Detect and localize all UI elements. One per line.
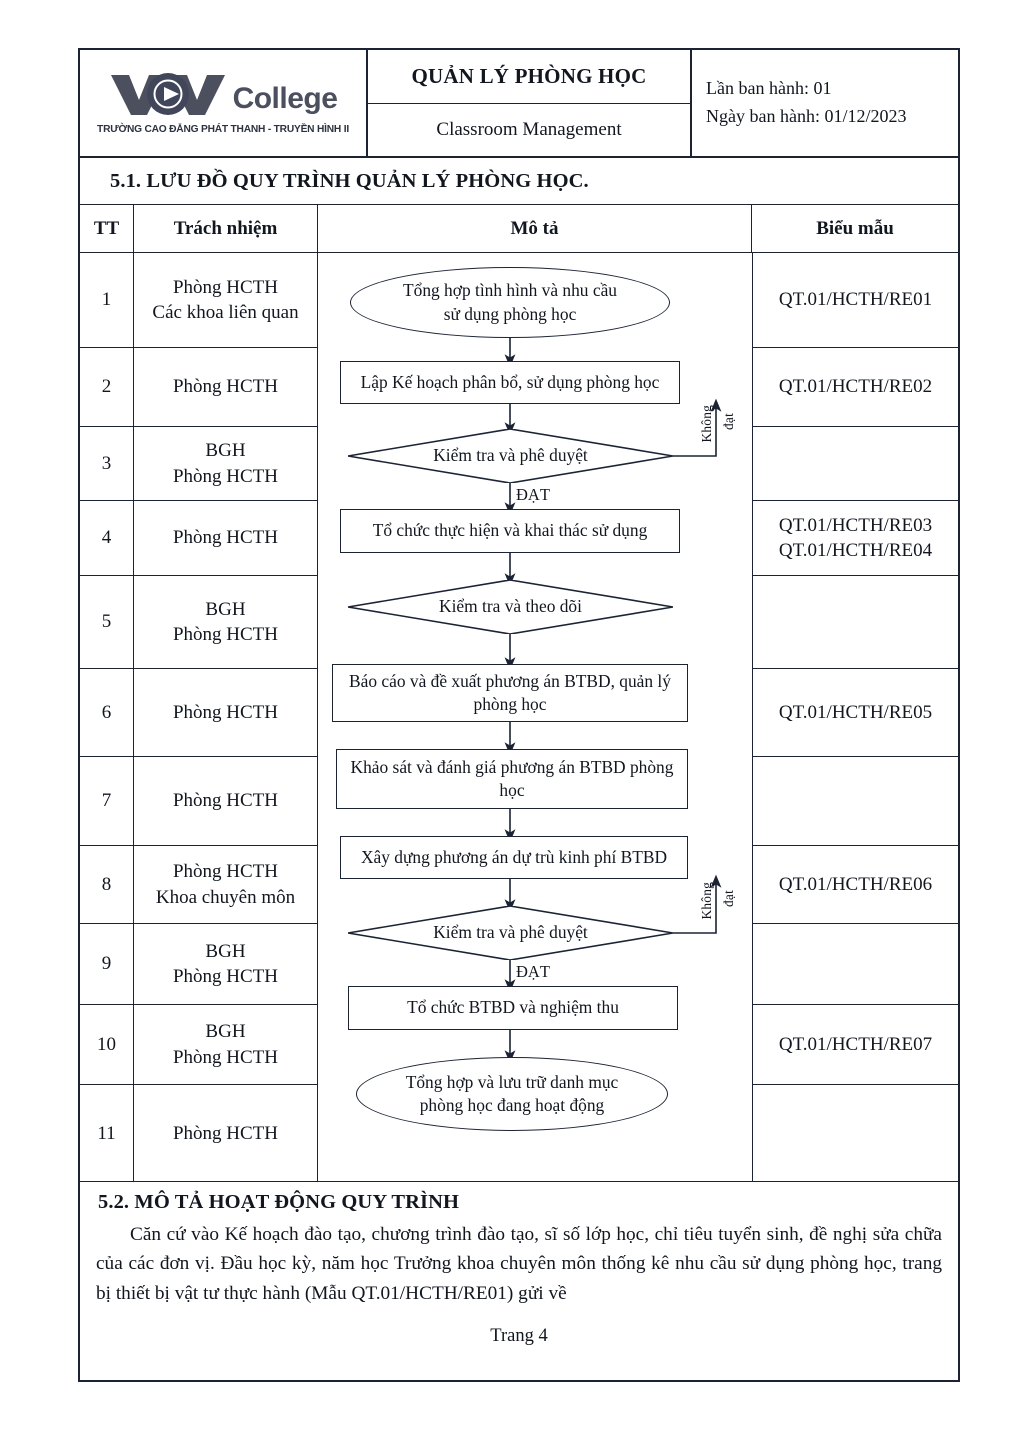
flow-node-decision-9: Kiểm tra và phê duyệt (348, 906, 673, 960)
table-row: 11 (97, 1122, 116, 1144)
table-row: 10 (80, 1005, 133, 1085)
flow-node-start: Tổng hợp tình hình và nhu cầu sử dụng ph… (350, 267, 670, 338)
issue-number: Lần ban hành: 01 (706, 78, 832, 99)
table-row: 5 (80, 576, 133, 669)
flow-node-end: Tổng hợp và lưu trữ danh mục phòng học đ… (356, 1057, 668, 1131)
table-row: Phòng HCTH (172, 1122, 279, 1144)
issue-date: Ngày ban hành: 01/12/2023 (706, 106, 907, 126)
table-row: Phòng HCTH (134, 501, 317, 576)
table-row: BGH Phòng HCTH (134, 427, 317, 501)
flow-node-process-7: Khảo sát và đánh giá phương án BTBD phòn… (336, 749, 688, 809)
col-header-tt: TT (80, 205, 134, 252)
column-tt: 1 2 3 4 5 6 7 8 9 10 11 (80, 253, 134, 1182)
edge-label-pass-2: ĐẠT (516, 962, 550, 981)
table-row: 6 (80, 669, 133, 757)
table-row: Phòng HCTH (134, 348, 317, 427)
table-header-row: TT Trách nhiệm Mô tả Biểu mẫu (80, 205, 958, 253)
flow-node-decision-5: Kiểm tra và theo dõi (348, 580, 673, 634)
table-row (753, 576, 958, 669)
flow-node-process-6: Báo cáo và đề xuất phương án BTBD, quản … (332, 664, 688, 722)
flow-node-label: Kiểm tra và theo dõi (439, 596, 582, 617)
column-description-flowchart: Tổng hợp tình hình và nhu cầu sử dụng ph… (318, 253, 753, 1182)
flowchart-canvas: Tổng hợp tình hình và nhu cầu sử dụng ph… (318, 253, 752, 1182)
vov-logo-icon (109, 72, 227, 118)
table-row: QT.01/HCTH/RE05 (753, 669, 958, 757)
col-header-form: Biểu mẫu (816, 217, 894, 239)
table-row (753, 924, 958, 1005)
header-title-cell: QUẢN LÝ PHÒNG HỌC Classroom Management (368, 50, 692, 156)
flow-node-decision-3: Kiểm tra và phê duyệt (348, 429, 673, 483)
table-row (753, 427, 958, 501)
table-row: BGH Phòng HCTH (134, 924, 317, 1005)
table-row: BGH Phòng HCTH (134, 576, 317, 669)
table-row: QT.01/HCTH/RE06 (753, 846, 958, 924)
table-row: QT.01/HCTH/RE01 (753, 253, 958, 348)
table-row (753, 1085, 958, 1182)
table-row: QT.01/HCTH/RE02 (753, 348, 958, 427)
logo-wordmark: College (109, 69, 338, 121)
table-row: 9 (80, 924, 133, 1005)
document-header: College TRƯỜNG CAO ĐẲNG PHÁT THANH - TRU… (80, 50, 958, 158)
table-row: 8 (80, 846, 133, 924)
table-row: 7 (80, 757, 133, 846)
table-row: Phòng HCTH (134, 757, 317, 846)
table-row: QT.01/HCTH/RE07 (753, 1005, 958, 1085)
col-header-description: Mô tả (318, 205, 752, 252)
edge-label-fail-2a: Không (699, 882, 714, 920)
column-responsibility: Phòng HCTH Các khoa liên quan Phòng HCTH… (134, 253, 318, 1182)
flow-node-label: Kiểm tra và phê duyệt (433, 922, 588, 943)
table-row: 3 (80, 427, 133, 501)
logo-subtitle: TRƯỜNG CAO ĐẲNG PHÁT THANH - TRUYỀN HÌNH… (97, 124, 349, 135)
logo-cell: College TRƯỜNG CAO ĐẲNG PHÁT THANH - TRU… (80, 50, 368, 156)
process-flow-table: TT Trách nhiệm Mô tả Biểu mẫu 1 2 3 4 5 … (80, 204, 958, 1182)
flow-node-process-10: Tổ chức BTBD và nghiệm thu (348, 986, 678, 1030)
flow-node-label: Kiểm tra và phê duyệt (433, 445, 588, 466)
table-row: Phòng HCTH (134, 669, 317, 757)
table-row: Phòng HCTH Khoa chuyên môn (134, 846, 317, 924)
table-row: 2 (80, 348, 133, 427)
flow-node-process-8: Xây dựng phương án dự trù kinh phí BTBD (340, 836, 688, 879)
table-row: BGH Phòng HCTH (134, 1005, 317, 1085)
header-issue-cell: Lần ban hành: 01 Ngày ban hành: 01/12/20… (692, 50, 958, 156)
table-row: 1 (80, 253, 133, 348)
table-row: QT.01/HCTH/RE03 QT.01/HCTH/RE04 (753, 501, 958, 576)
header-title-en: Classroom Management (436, 118, 622, 140)
logo-college-text: College (232, 82, 338, 115)
table-row: 4 (80, 501, 133, 576)
section-52-paragraph: Căn cứ vào Kế hoạch đào tạo, chương trìn… (80, 1218, 958, 1308)
table-row (753, 757, 958, 846)
table-body: 1 2 3 4 5 6 7 8 9 10 11 Phòng HCTH Các k… (80, 253, 958, 1182)
edge-label-fail-2b: đạt (721, 890, 736, 907)
header-title-vi: QUẢN LÝ PHÒNG HỌC (368, 50, 690, 104)
edge-label-fail-1b: đạt (721, 413, 736, 430)
paragraph-text: Căn cứ vào Kế hoạch đào tạo, chương trìn… (96, 1224, 942, 1304)
col-header-responsibility: Trách nhiệm (134, 205, 318, 252)
flow-node-process-4: Tổ chức thực hiện và khai thác sử dụng (340, 509, 680, 553)
edge-label-pass-1: ĐẠT (516, 485, 550, 504)
table-row: Phòng HCTH Các khoa liên quan (134, 253, 317, 348)
section-51-title: 5.1. LƯU ĐỒ QUY TRÌNH QUẢN LÝ PHÒNG HỌC. (110, 170, 589, 192)
column-form: QT.01/HCTH/RE01 QT.01/HCTH/RE02 QT.01/HC… (753, 253, 958, 1182)
section-52-title: 5.2. MÔ TẢ HOẠT ĐỘNG QUY TRÌNH (98, 1191, 460, 1213)
edge-label-fail-1a: Không (699, 405, 714, 443)
page-footer: Trang 4 (490, 1325, 548, 1346)
flow-node-process-2: Lập Kế hoạch phân bổ, sử dụng phòng học (340, 361, 680, 404)
document-page: College TRƯỜNG CAO ĐẲNG PHÁT THANH - TRU… (78, 48, 960, 1382)
